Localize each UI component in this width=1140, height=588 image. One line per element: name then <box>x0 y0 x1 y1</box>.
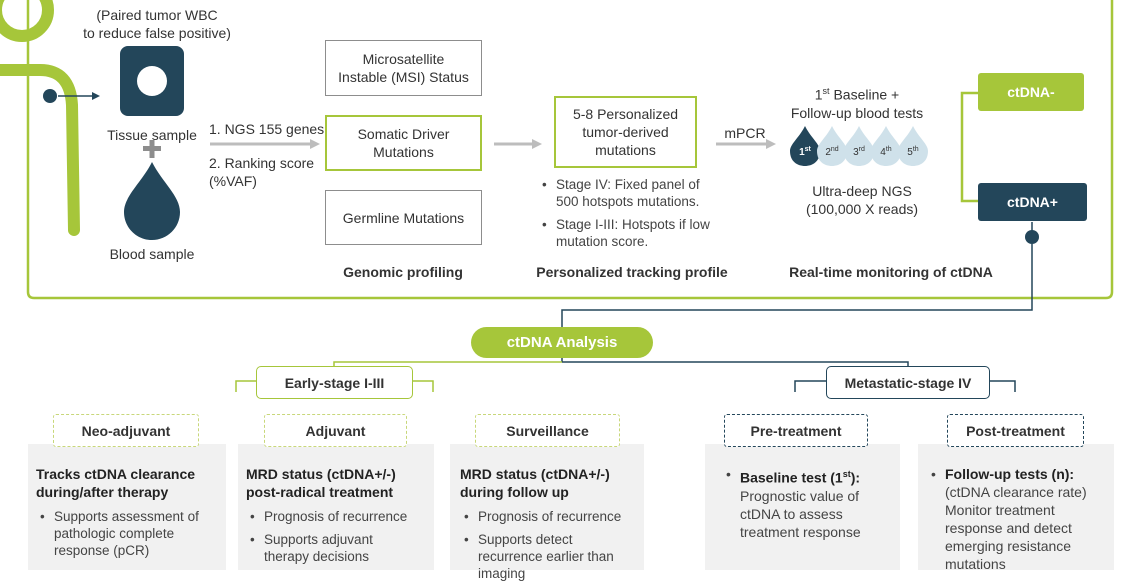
early-stage-box: Early-stage I-III <box>256 366 413 399</box>
post-treatment-bullets: Follow-up tests (n): (ctDNA clearance ra… <box>927 465 1131 579</box>
paired-tumor-note: (Paired tumor WBC to reduce false positi… <box>83 7 231 41</box>
germline-box: Germline Mutations <box>325 190 482 245</box>
mpcr-label: mPCR <box>724 125 766 141</box>
blood-drop-2-icon: 2nd <box>817 126 847 166</box>
msi-status-box: Microsatellite Instable (MSI) Status <box>325 40 482 96</box>
diagram-connectors <box>0 0 1114 392</box>
genomic-profiling-title: Genomic profiling <box>343 264 463 280</box>
pre-treatment-label: Pre-treatment <box>724 414 868 447</box>
ngs-step-2: 2. Ranking score (%VAF) <box>209 155 315 189</box>
stage-i-iii-bullet: Stage I-III: Hotspots if low mutation sc… <box>542 216 756 250</box>
neo-adjuvant-heading: Tracks ctDNA clearance during/after ther… <box>36 466 196 500</box>
post-treatment-bullet: Follow-up tests (n): (ctDNA clearance ra… <box>931 465 1131 573</box>
tissue-sample-label: Tissue sample <box>107 127 197 143</box>
surveillance-label: Surveillance <box>475 414 620 447</box>
neo-adjuvant-bullet: Supports assessment of pathologic comple… <box>40 508 242 559</box>
ctdna-analysis-title: ctDNA Analysis <box>471 327 653 358</box>
stage-iv-bullet: Stage IV: Fixed panel of 500 hotspots mu… <box>542 176 756 210</box>
blood-drop-1-icon: 1st <box>790 126 820 166</box>
pre-treatment-bullet: Baseline test (1st): Prognostic value of… <box>726 465 916 541</box>
ngs-step-1: 1. NGS 155 genes <box>209 121 325 137</box>
tracking-profile-title: Personalized tracking profile <box>536 264 728 280</box>
blood-drop-5-icon: 5th <box>898 126 928 166</box>
blood-drop-icon <box>124 162 180 240</box>
personalized-mutations-box: 5-8 Personalized tumor-derived mutations <box>554 96 697 168</box>
adjuvant-heading: MRD status (ctDNA+/-) post-radical treat… <box>246 466 396 500</box>
blood-drop-label: 4th <box>880 146 892 158</box>
surveillance-bullet: Prognosis of recurrence <box>464 508 662 525</box>
realtime-monitoring-title: Real-time monitoring of ctDNA <box>789 264 993 280</box>
surveillance-bullets: Prognosis of recurrence Supports detect … <box>460 508 662 588</box>
blood-sample-label: Blood sample <box>109 246 195 262</box>
adjuvant-bullet: Prognosis of recurrence <box>250 508 452 525</box>
tracking-bullets: Stage IV: Fixed panel of 500 hotspots mu… <box>538 176 756 256</box>
ultra-deep-ngs-label: Ultra-deep NGS (100,000 X reads) <box>805 183 919 217</box>
baseline-tests-label: 1st Baseline + Follow-up blood tests <box>790 86 924 121</box>
patient-silhouette-icon <box>0 0 80 236</box>
ctdna-negative-badge: ctDNA- <box>978 73 1084 111</box>
adjuvant-bullet: Supports adjuvant therapy decisions <box>250 531 452 565</box>
pre-treatment-bullets: Baseline test (1st): Prognostic value of… <box>722 465 916 547</box>
neo-adjuvant-bullets: Supports assessment of pathologic comple… <box>36 508 242 565</box>
surveillance-bullet: Supports detect recurrence earlier than … <box>464 531 662 582</box>
surveillance-heading: MRD status (ctDNA+/-) during follow up <box>460 466 610 500</box>
blood-drop-label: 3rd <box>853 146 865 158</box>
blood-drop-label: 5th <box>907 146 919 158</box>
somatic-driver-box: Somatic Driver Mutations <box>325 115 482 171</box>
metastatic-stage-box: Metastatic-stage IV <box>826 366 990 399</box>
ctdna-positive-badge: ctDNA+ <box>978 183 1087 221</box>
adjuvant-bullets: Prognosis of recurrence Supports adjuvan… <box>246 508 452 571</box>
post-treatment-label: Post-treatment <box>947 414 1084 447</box>
adjuvant-label: Adjuvant <box>264 414 407 447</box>
blood-drop-3-icon: 3rd <box>844 126 874 166</box>
neo-adjuvant-label: Neo-adjuvant <box>53 414 199 447</box>
blood-drop-4-icon: 4th <box>871 126 901 166</box>
